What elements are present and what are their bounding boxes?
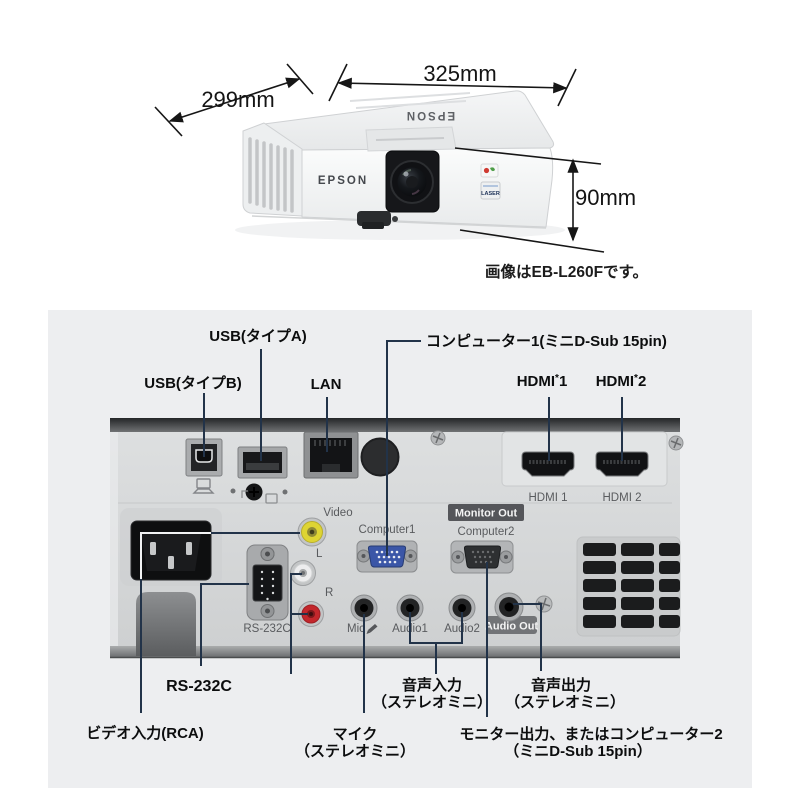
hdmi2-base: HDMI [596,373,634,390]
image-caption: 画像はEB-L260Fです。 [485,262,648,281]
exhaust-vent [576,536,681,637]
rs232c-port: RS-232C [243,544,291,635]
callout-audio-input-line2: （ステレオミニ） [372,693,492,711]
hdmi2-num: 2 [638,373,646,390]
mic-printed-label: Mic [347,623,365,635]
callout-audio-output-line2: （ステレオミニ） [505,693,625,711]
callout-audio-output-line1: 音声出力 [531,676,591,694]
callout-mic-line1: マイク [333,726,378,743]
callout-monitor-out-line2: （ミニD-Sub 15pin） [504,742,652,760]
dimension-height: 90mm [454,147,636,253]
top-print-brand: EPSON [405,109,455,121]
callout-usb-type-a: USB(タイプA) [209,328,307,345]
front-badges: LASER [480,163,501,200]
projector-dimension-figure: EPSON EPSON [154,61,648,281]
power-inlet [130,520,212,581]
computer2-printed-label: Computer2 [458,526,515,538]
video-rca-jack [297,517,327,547]
power-cord-shadow [136,592,196,656]
monitor-out-printed-label: Monitor Out [455,508,518,520]
mic-pencil-icon [366,624,378,634]
audio-r-printed-label: R [325,587,333,599]
speaker-hole [360,437,400,477]
callout-audio-input-line1: 音声入力 [402,676,462,694]
audio-r-rca-jack [298,601,324,627]
side-vent-slats [248,137,294,213]
usb-type-a-port [237,446,288,479]
callout-hdmi2: HDMI*2 [596,373,647,390]
dimension-height-label: 90mm [575,185,636,210]
projector-illustration: EPSON EPSON [235,90,565,240]
video-printed-label: Video [323,507,352,519]
dimension-width-label: 325mm [423,61,496,86]
hdmi1-sup: * [555,373,559,384]
usb-type-b-port [185,438,223,477]
dimension-depth: 299mm [154,63,314,137]
audio-out-jack: Audio Out [485,592,538,634]
callout-video-input: ビデオ入力(RCA) [86,724,204,742]
computer-icon [192,478,215,494]
hdmi-ports: HDMI 1 HDMI 2 [501,431,668,504]
audio-out-printed-label: Audio Out [485,621,538,633]
brand-logo: EPSON [318,175,368,187]
hdmi2-printed-label: HDMI 2 [603,492,642,504]
lan-port [303,431,359,479]
dimension-depth-label: 299mm [201,87,274,112]
computer2-port: Monitor Out Computer2 [448,504,524,574]
front-foot [357,211,398,229]
mic-jack [350,594,378,622]
rear-panel-diagram: HDMI 1 HDMI 2 RS-232C [48,310,752,788]
hdmi1-printed-label: HDMI 1 [529,492,568,504]
audio-l-printed-label: L [316,548,323,560]
leader-lines [140,340,623,717]
lens [385,150,440,213]
callout-rs232c: RS-232C [166,678,232,695]
laser-badge: LASER [481,191,500,197]
callout-usb-type-b: USB(タイプB) [144,375,242,392]
callout-mic-line2: （ステレオミニ） [295,742,415,760]
audio2-jack [448,594,476,622]
hdmi1-base: HDMI [517,373,555,390]
callout-computer1: コンピューター1(ミニD-Sub 15pin) [426,333,667,350]
hdmi2-sup: * [634,373,638,384]
callout-monitor-out-line1: モニター出力、またはコンピューター2 [459,725,722,743]
callout-lan: LAN [311,376,342,393]
security-lock-knob [230,483,288,504]
hdmi1-num: 1 [559,373,567,390]
callout-hdmi1: HDMI*1 [517,373,568,390]
dimension-width: 325mm [328,61,577,107]
rs232c-printed-label: RS-232C [243,623,290,635]
